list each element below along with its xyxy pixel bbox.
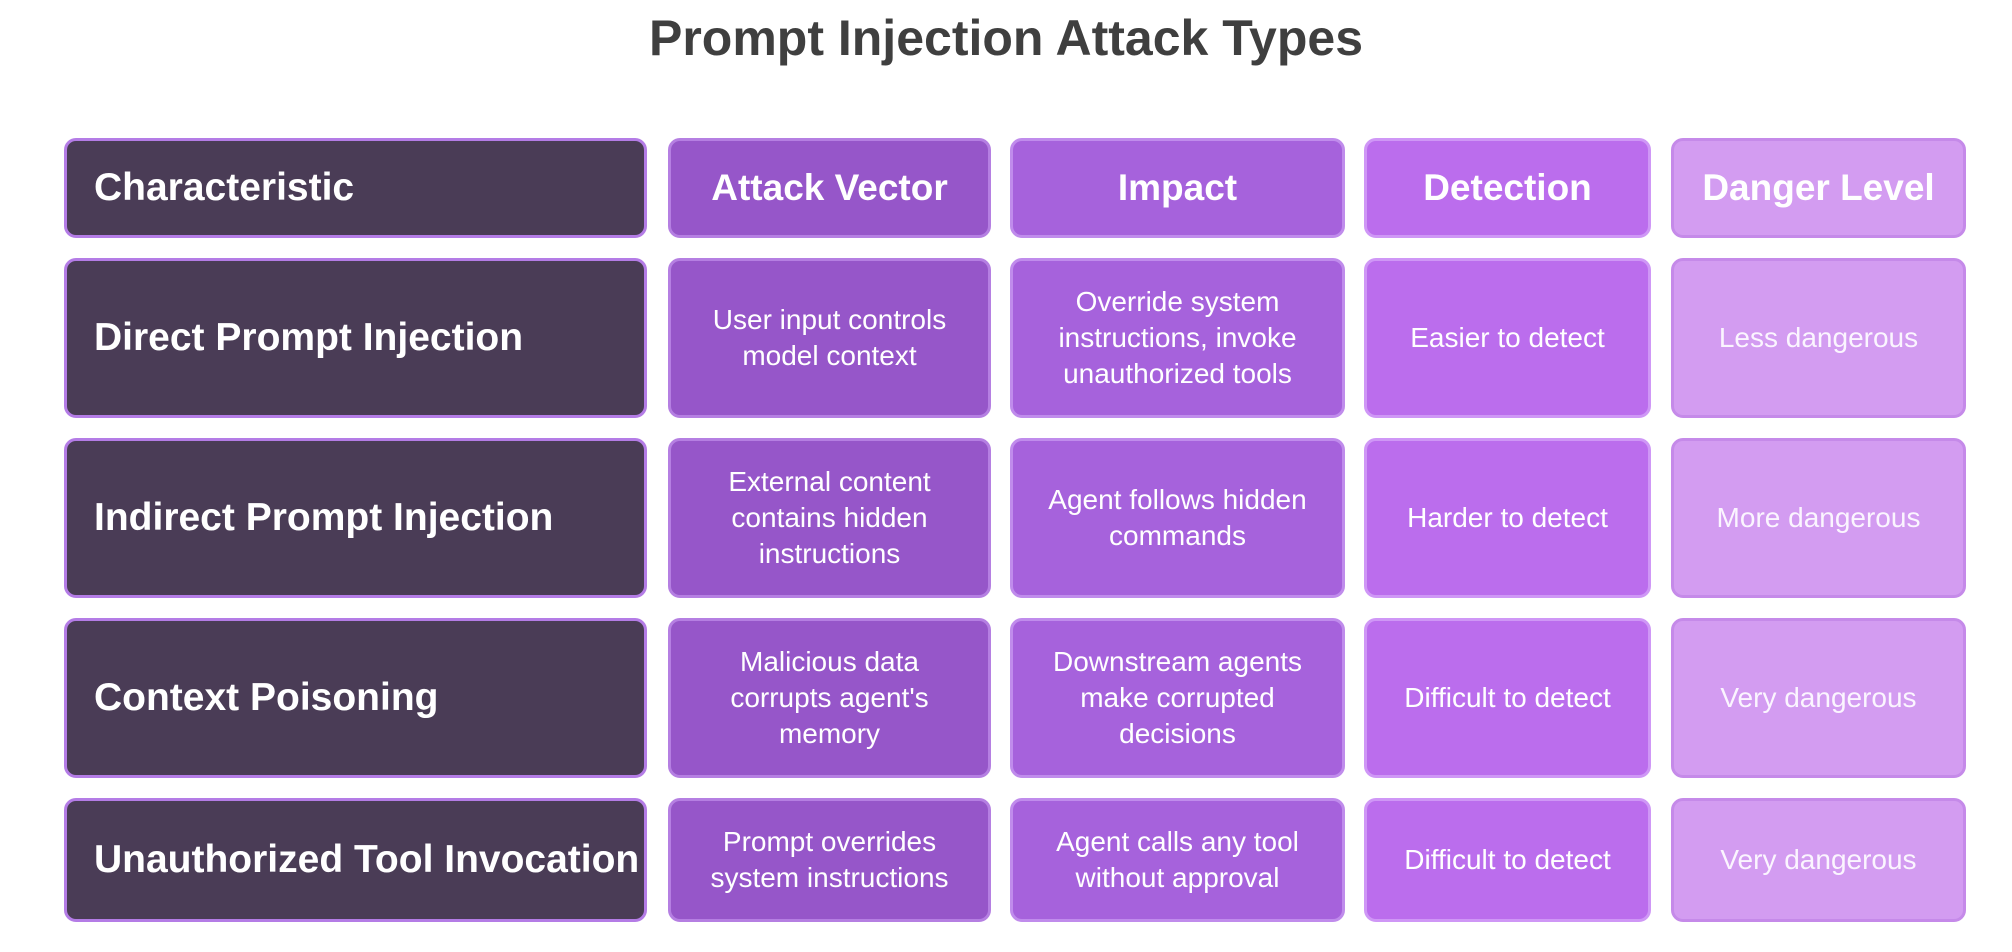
characteristic-label: Direct Prompt Injection [94, 316, 524, 359]
header-danger-level: Danger Level [1671, 138, 1966, 238]
attack-vector-text: Prompt overrides system instructions [710, 826, 949, 893]
row-context-poisoning-attack-vector: Malicious data corrupts agent's memory [668, 618, 991, 778]
danger-level-text: Less dangerous [1718, 322, 1919, 353]
row-unauthorized-tool-invocation-detection: Difficult to detect [1364, 798, 1651, 922]
danger-level-text: Very dangerous [1720, 682, 1917, 713]
header-danger-level-label: Danger Level [1702, 167, 1935, 208]
row-context-poisoning-impact: Downstream agents make corrupted decisio… [1010, 618, 1345, 778]
header-characteristic-label: Characteristic [94, 166, 355, 209]
row-direct-prompt-injection-danger-level: Less dangerous [1671, 258, 1966, 418]
characteristic-label: Indirect Prompt Injection [94, 496, 554, 539]
impact-text: Downstream agents make corrupted decisio… [1052, 646, 1302, 749]
detection-text: Harder to detect [1407, 502, 1608, 533]
attack-vector-text: User input controls model context [712, 304, 947, 371]
row-direct-prompt-injection-detection: Easier to detect [1364, 258, 1651, 418]
header-attack-vector: Attack Vector [668, 138, 991, 238]
danger-level-text: More dangerous [1716, 502, 1921, 533]
characteristic-label: Context Poisoning [94, 676, 439, 719]
header-impact-label: Impact [1117, 167, 1238, 208]
row-indirect-prompt-injection-danger-level: More dangerous [1671, 438, 1966, 598]
attack-vector-text: Malicious data corrupts agent's memory [730, 646, 929, 749]
header-attack-vector-label: Attack Vector [711, 167, 948, 208]
diagram-title: Prompt Injection Attack Types [648, 10, 1363, 66]
row-indirect-prompt-injection-impact: Agent follows hidden commands [1010, 438, 1345, 598]
row-indirect-prompt-injection-name: Indirect Prompt Injection [64, 438, 647, 598]
row-unauthorized-tool-invocation-name: Unauthorized Tool Invocation [64, 798, 647, 922]
row-context-poisoning-danger-level: Very dangerous [1671, 618, 1966, 778]
row-context-poisoning-detection: Difficult to detect [1364, 618, 1651, 778]
characteristic-label: Unauthorized Tool Invocation [94, 838, 640, 881]
row-context-poisoning-name: Context Poisoning [64, 618, 647, 778]
row-direct-prompt-injection-attack-vector: User input controls model context [668, 258, 991, 418]
impact-text: Agent follows hidden commands [1048, 484, 1307, 551]
row-unauthorized-tool-invocation-danger-level: Very dangerous [1671, 798, 1966, 922]
detection-text: Difficult to detect [1404, 682, 1611, 713]
row-unauthorized-tool-invocation-impact: Agent calls any tool without approval [1010, 798, 1345, 922]
row-indirect-prompt-injection-attack-vector: External content contains hidden instruc… [668, 438, 991, 598]
detection-text: Easier to detect [1410, 322, 1605, 353]
danger-level-text: Very dangerous [1720, 844, 1917, 875]
row-direct-prompt-injection-name: Direct Prompt Injection [64, 258, 647, 418]
attack-vector-text: External content contains hidden instruc… [728, 466, 931, 569]
header-detection-label: Detection [1423, 167, 1592, 208]
impact-text: Agent calls any tool without approval [1056, 826, 1299, 893]
row-unauthorized-tool-invocation-attack-vector: Prompt overrides system instructions [668, 798, 991, 922]
detection-text: Difficult to detect [1404, 844, 1611, 875]
header-characteristic: Characteristic [64, 138, 647, 238]
row-indirect-prompt-injection-detection: Harder to detect [1364, 438, 1651, 598]
header-detection: Detection [1364, 138, 1651, 238]
impact-text: Override system instructions, invoke una… [1058, 286, 1297, 389]
header-impact: Impact [1010, 138, 1345, 238]
row-direct-prompt-injection-impact: Override system instructions, invoke una… [1010, 258, 1345, 418]
